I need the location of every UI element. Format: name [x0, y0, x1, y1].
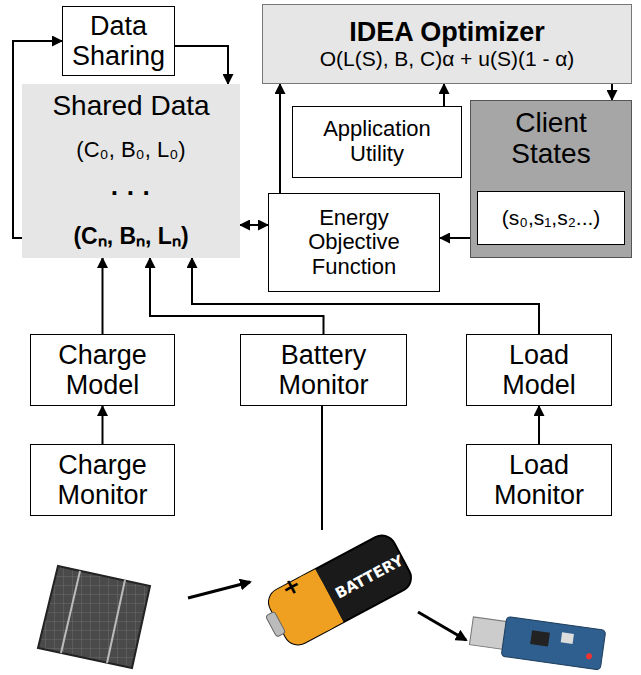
energy-arrow	[418, 612, 466, 640]
process-box: Battery Monitor	[240, 334, 407, 406]
state-box: Client States (s₀,s₁,s₂...)	[470, 100, 632, 258]
connector	[279, 84, 281, 193]
process-box: Charge Monitor	[30, 444, 175, 516]
node-title: Data Sharing	[69, 11, 168, 71]
process-box: Energy Objective Function	[268, 193, 440, 292]
state-list: (s₀,s₁,s₂...)	[477, 191, 625, 245]
node-title: Charge Monitor	[37, 450, 168, 510]
node-title: Application Utility	[299, 117, 455, 166]
connector	[175, 46, 228, 84]
node-text: (C₀, B₀, L₀)	[76, 138, 185, 163]
connector	[240, 224, 268, 226]
energy-arrow	[188, 582, 250, 598]
node-title: IDEA Optimizer	[349, 17, 545, 47]
process-box: Load Monitor	[466, 444, 612, 516]
connector	[538, 406, 540, 444]
process-box: Application Utility	[292, 106, 462, 178]
connector	[443, 84, 445, 106]
node-title: Client States	[473, 107, 629, 170]
optimizer-box: IDEA OptimizerO(L(S), B, C)α + u(S)(1 - …	[262, 4, 632, 84]
node-title: Charge Model	[37, 340, 168, 400]
solar-cell	[38, 566, 150, 668]
node-text: O(L(S), B, C)α + u(S)(1 - α)	[320, 47, 575, 71]
node-title: Load Model	[473, 340, 605, 400]
node-title: Load Monitor	[473, 450, 605, 510]
node-title: Shared Data	[52, 90, 209, 121]
connector	[102, 406, 104, 444]
process-box: Charge Model	[30, 334, 175, 406]
node-title: Energy Objective Function	[275, 206, 433, 280]
node-text: (Cₙ, Bₙ, Lₙ)	[73, 224, 188, 250]
node-text: · · ·	[111, 179, 151, 208]
node-title: Battery Monitor	[247, 340, 400, 400]
usb-board	[468, 612, 605, 670]
battery	[257, 531, 416, 653]
node-title: (s₀,s₁,s₂...)	[502, 206, 601, 230]
connector	[611, 84, 613, 100]
process-box: Data Sharing	[62, 6, 175, 76]
connector	[440, 237, 470, 239]
data-region: Shared Data (C₀, B₀, L₀) · · · (Cₙ, Bₙ, Lₙ)	[22, 84, 240, 258]
connector	[102, 258, 104, 334]
process-box: Load Model	[466, 334, 612, 406]
